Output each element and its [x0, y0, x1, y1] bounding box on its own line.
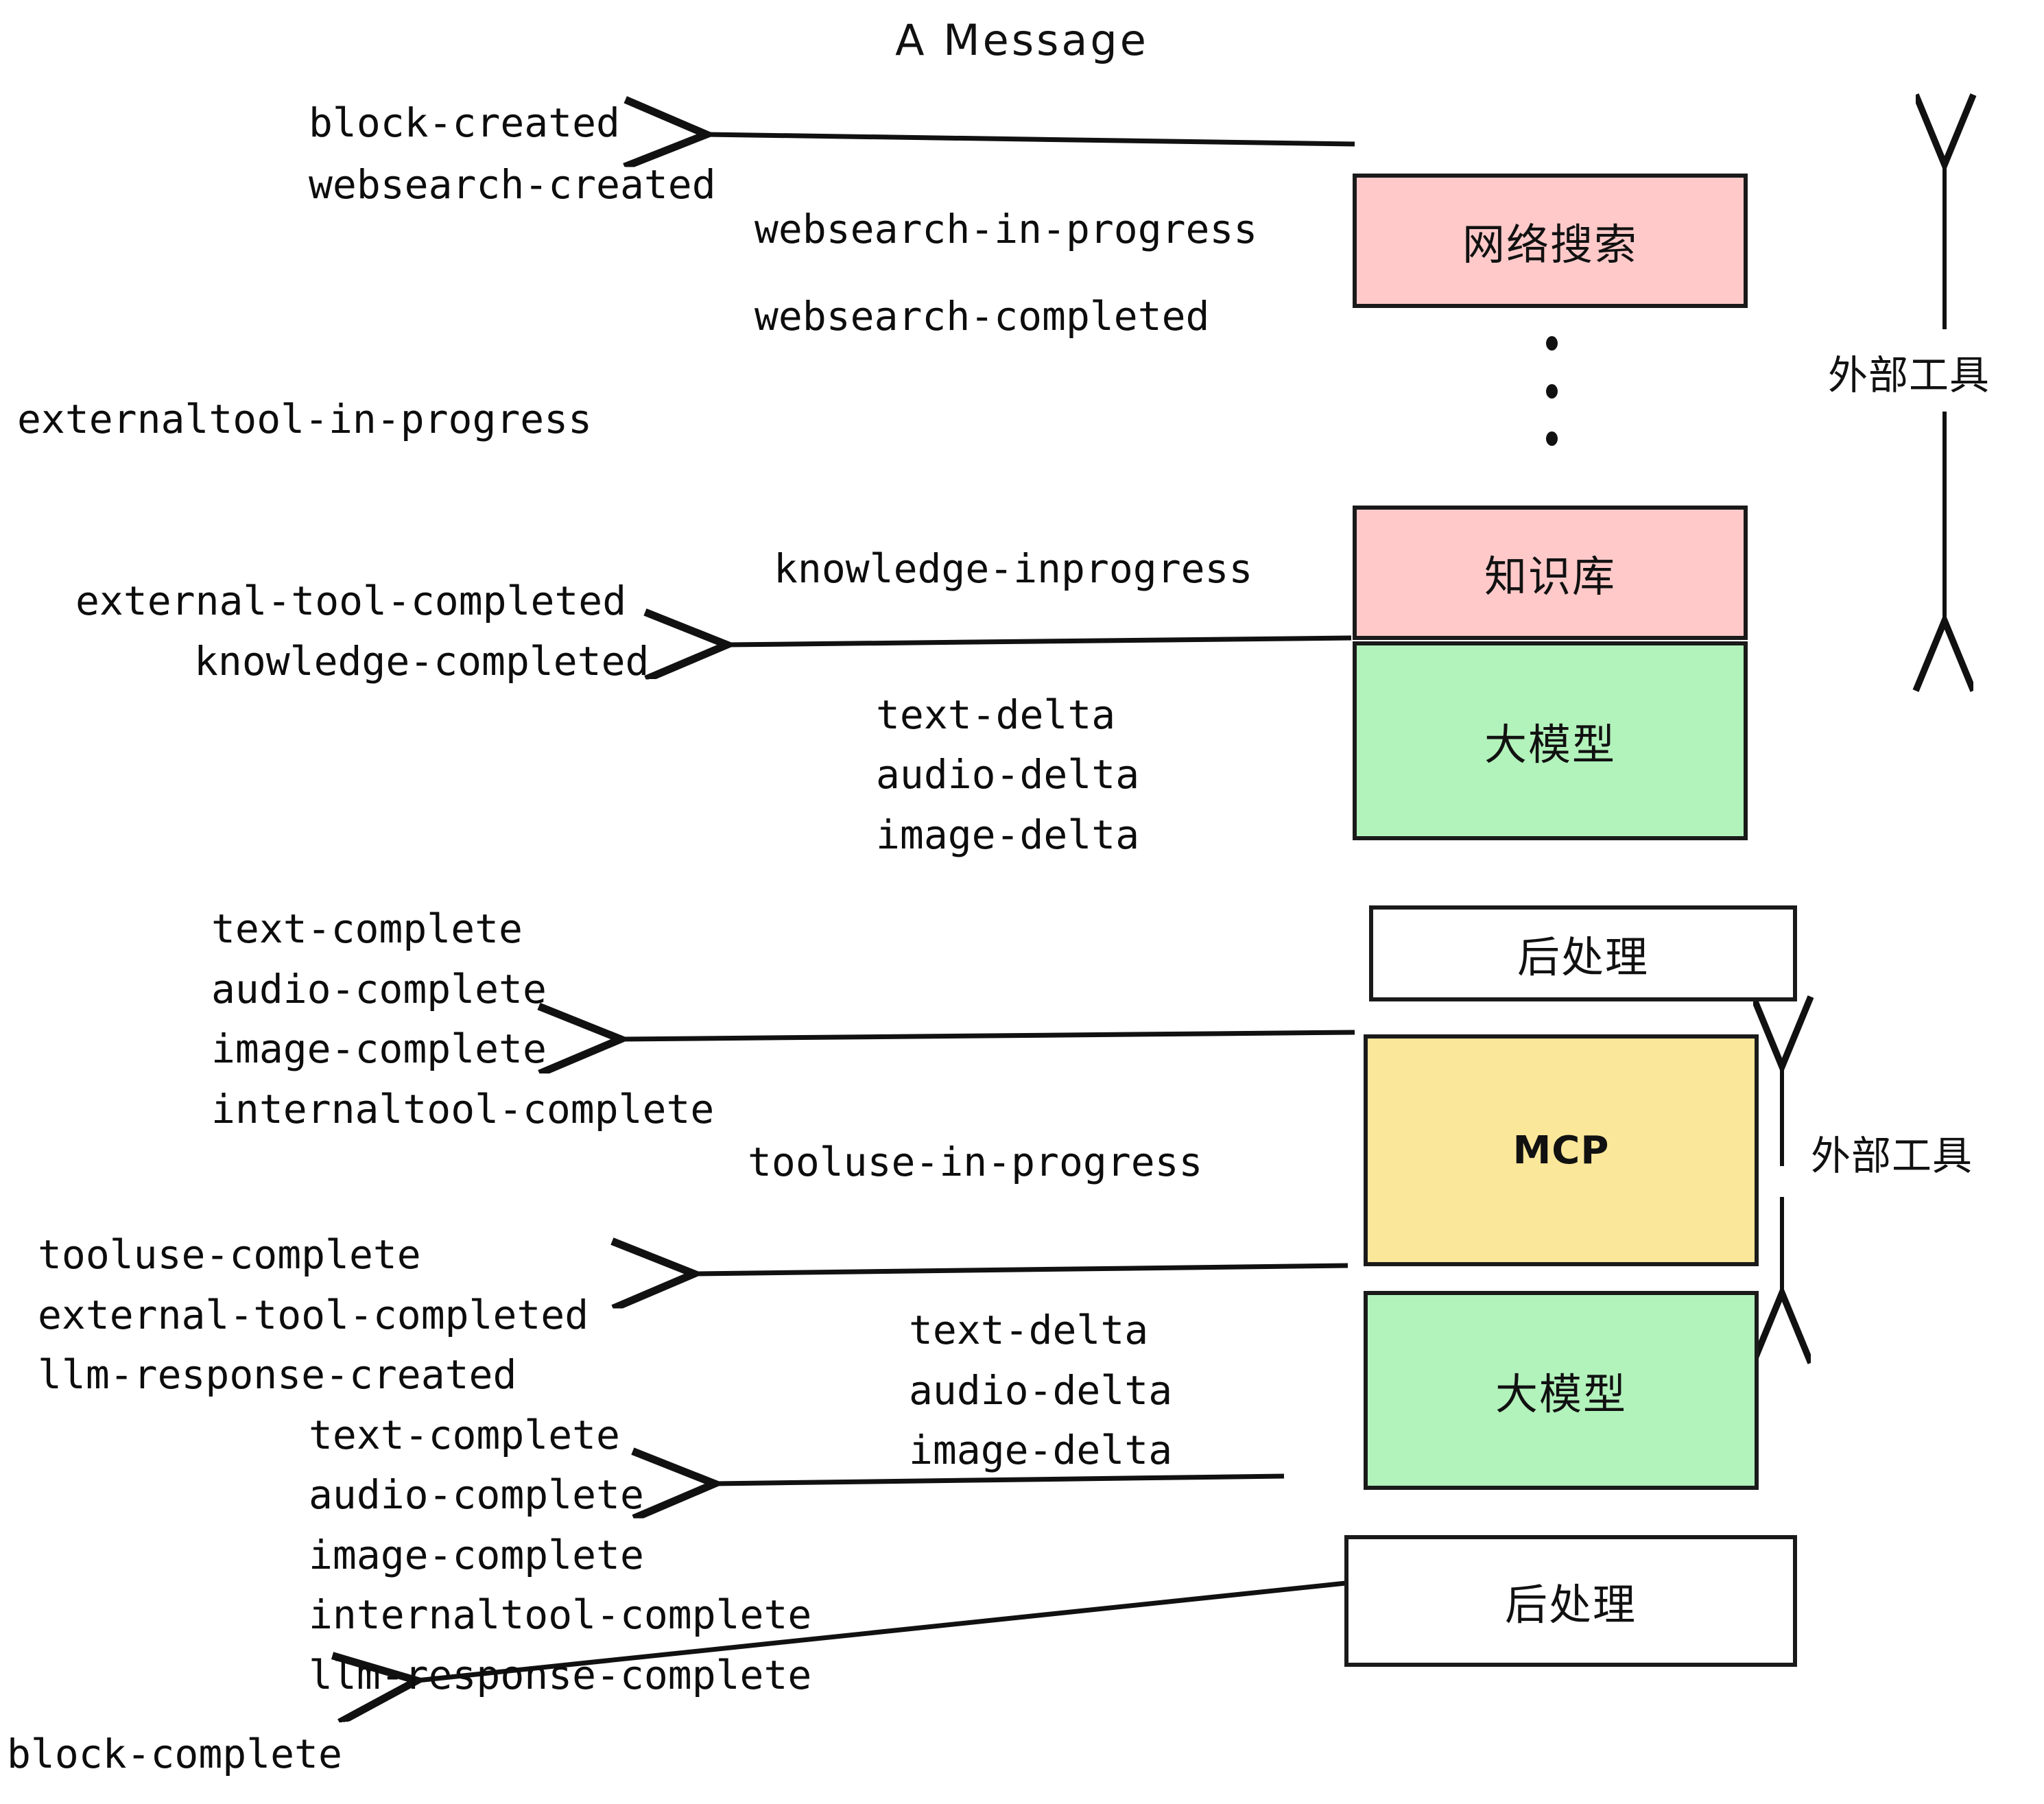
event-knowledge-completed: knowledge-completed	[194, 638, 650, 685]
box-llm-2-label: 大模型	[1495, 1369, 1627, 1419]
event-image-delta-1: image-delta	[876, 811, 1140, 858]
dot-1	[1545, 336, 1558, 351]
event-llm-response-complete: llm-response-complete	[309, 1652, 812, 1698]
box-web-search[interactable]: 网络搜索	[1353, 174, 1748, 308]
event-websearch-created: websearch-created	[309, 161, 716, 208]
box-llm-2[interactable]: 大模型	[1364, 1291, 1759, 1490]
ellipsis-dots	[1545, 336, 1558, 446]
event-llm-response-created: llm-response-created	[38, 1351, 517, 1398]
event-websearch-in-progress: websearch-in-progress	[754, 206, 1258, 252]
event-audio-complete-1: audio-complete	[211, 966, 547, 1012]
event-block-created: block-created	[309, 99, 620, 146]
event-tooluse-in-progress: tooluse-in-progress	[748, 1139, 1203, 1185]
box-mcp[interactable]: MCP	[1364, 1034, 1759, 1266]
box-post-process-1-label: 后处理	[1517, 932, 1649, 982]
box-post-process-1[interactable]: 后处理	[1369, 905, 1797, 1001]
side-label-external-tool-2: 外部工具	[1811, 1132, 1973, 1179]
dot-2	[1545, 383, 1558, 399]
event-text-complete-1: text-complete	[211, 905, 523, 952]
event-image-complete-2: image-complete	[309, 1532, 644, 1578]
dot-3	[1545, 431, 1558, 446]
event-external-tool-completed-1: external-tool-completed	[75, 578, 627, 624]
event-text-delta-2: text-delta	[909, 1307, 1149, 1353]
arrow-knowledge-completed	[727, 638, 1352, 645]
event-audio-complete-2: audio-complete	[309, 1471, 644, 1518]
event-audio-delta-2: audio-delta	[909, 1367, 1173, 1414]
box-web-search-label: 网络搜索	[1462, 219, 1638, 270]
arrow-tooluse-complete	[694, 1266, 1348, 1274]
box-knowledge-base-label: 知识库	[1484, 551, 1616, 602]
event-audio-delta-1: audio-delta	[876, 751, 1140, 798]
box-post-process-2-label: 后处理	[1504, 1580, 1637, 1630]
box-post-process-2[interactable]: 后处理	[1344, 1535, 1797, 1667]
event-internaltool-complete-1: internaltool-complete	[211, 1086, 715, 1132]
event-text-complete-2: text-complete	[309, 1412, 620, 1458]
box-llm-1[interactable]: 大模型	[1353, 641, 1748, 840]
event-externaltool-in-progress: externaltool-in-progress	[17, 396, 593, 442]
event-text-delta-1: text-delta	[876, 691, 1116, 738]
box-knowledge-base[interactable]: 知识库	[1353, 506, 1748, 640]
arrow-image-complete	[621, 1032, 1355, 1039]
event-knowledge-inprogress: knowledge-inprogress	[774, 545, 1253, 592]
arrow-audio-complete	[715, 1476, 1285, 1484]
box-llm-1-label: 大模型	[1484, 720, 1616, 770]
arrow-block-created	[706, 134, 1355, 144]
side-label-external-tool-1: 外部工具	[1828, 352, 1990, 399]
diagram-title: A Message	[895, 15, 1149, 65]
event-image-delta-2: image-delta	[909, 1427, 1173, 1473]
event-external-tool-completed-2: external-tool-completed	[38, 1292, 589, 1338]
event-image-complete-1: image-complete	[211, 1025, 547, 1072]
box-mcp-label: MCP	[1512, 1128, 1610, 1173]
event-tooluse-complete: tooluse-complete	[38, 1231, 421, 1278]
event-block-complete: block-complete	[7, 1731, 342, 1777]
event-internaltool-complete-2: internaltool-complete	[309, 1591, 812, 1638]
event-websearch-completed: websearch-completed	[754, 293, 1210, 340]
